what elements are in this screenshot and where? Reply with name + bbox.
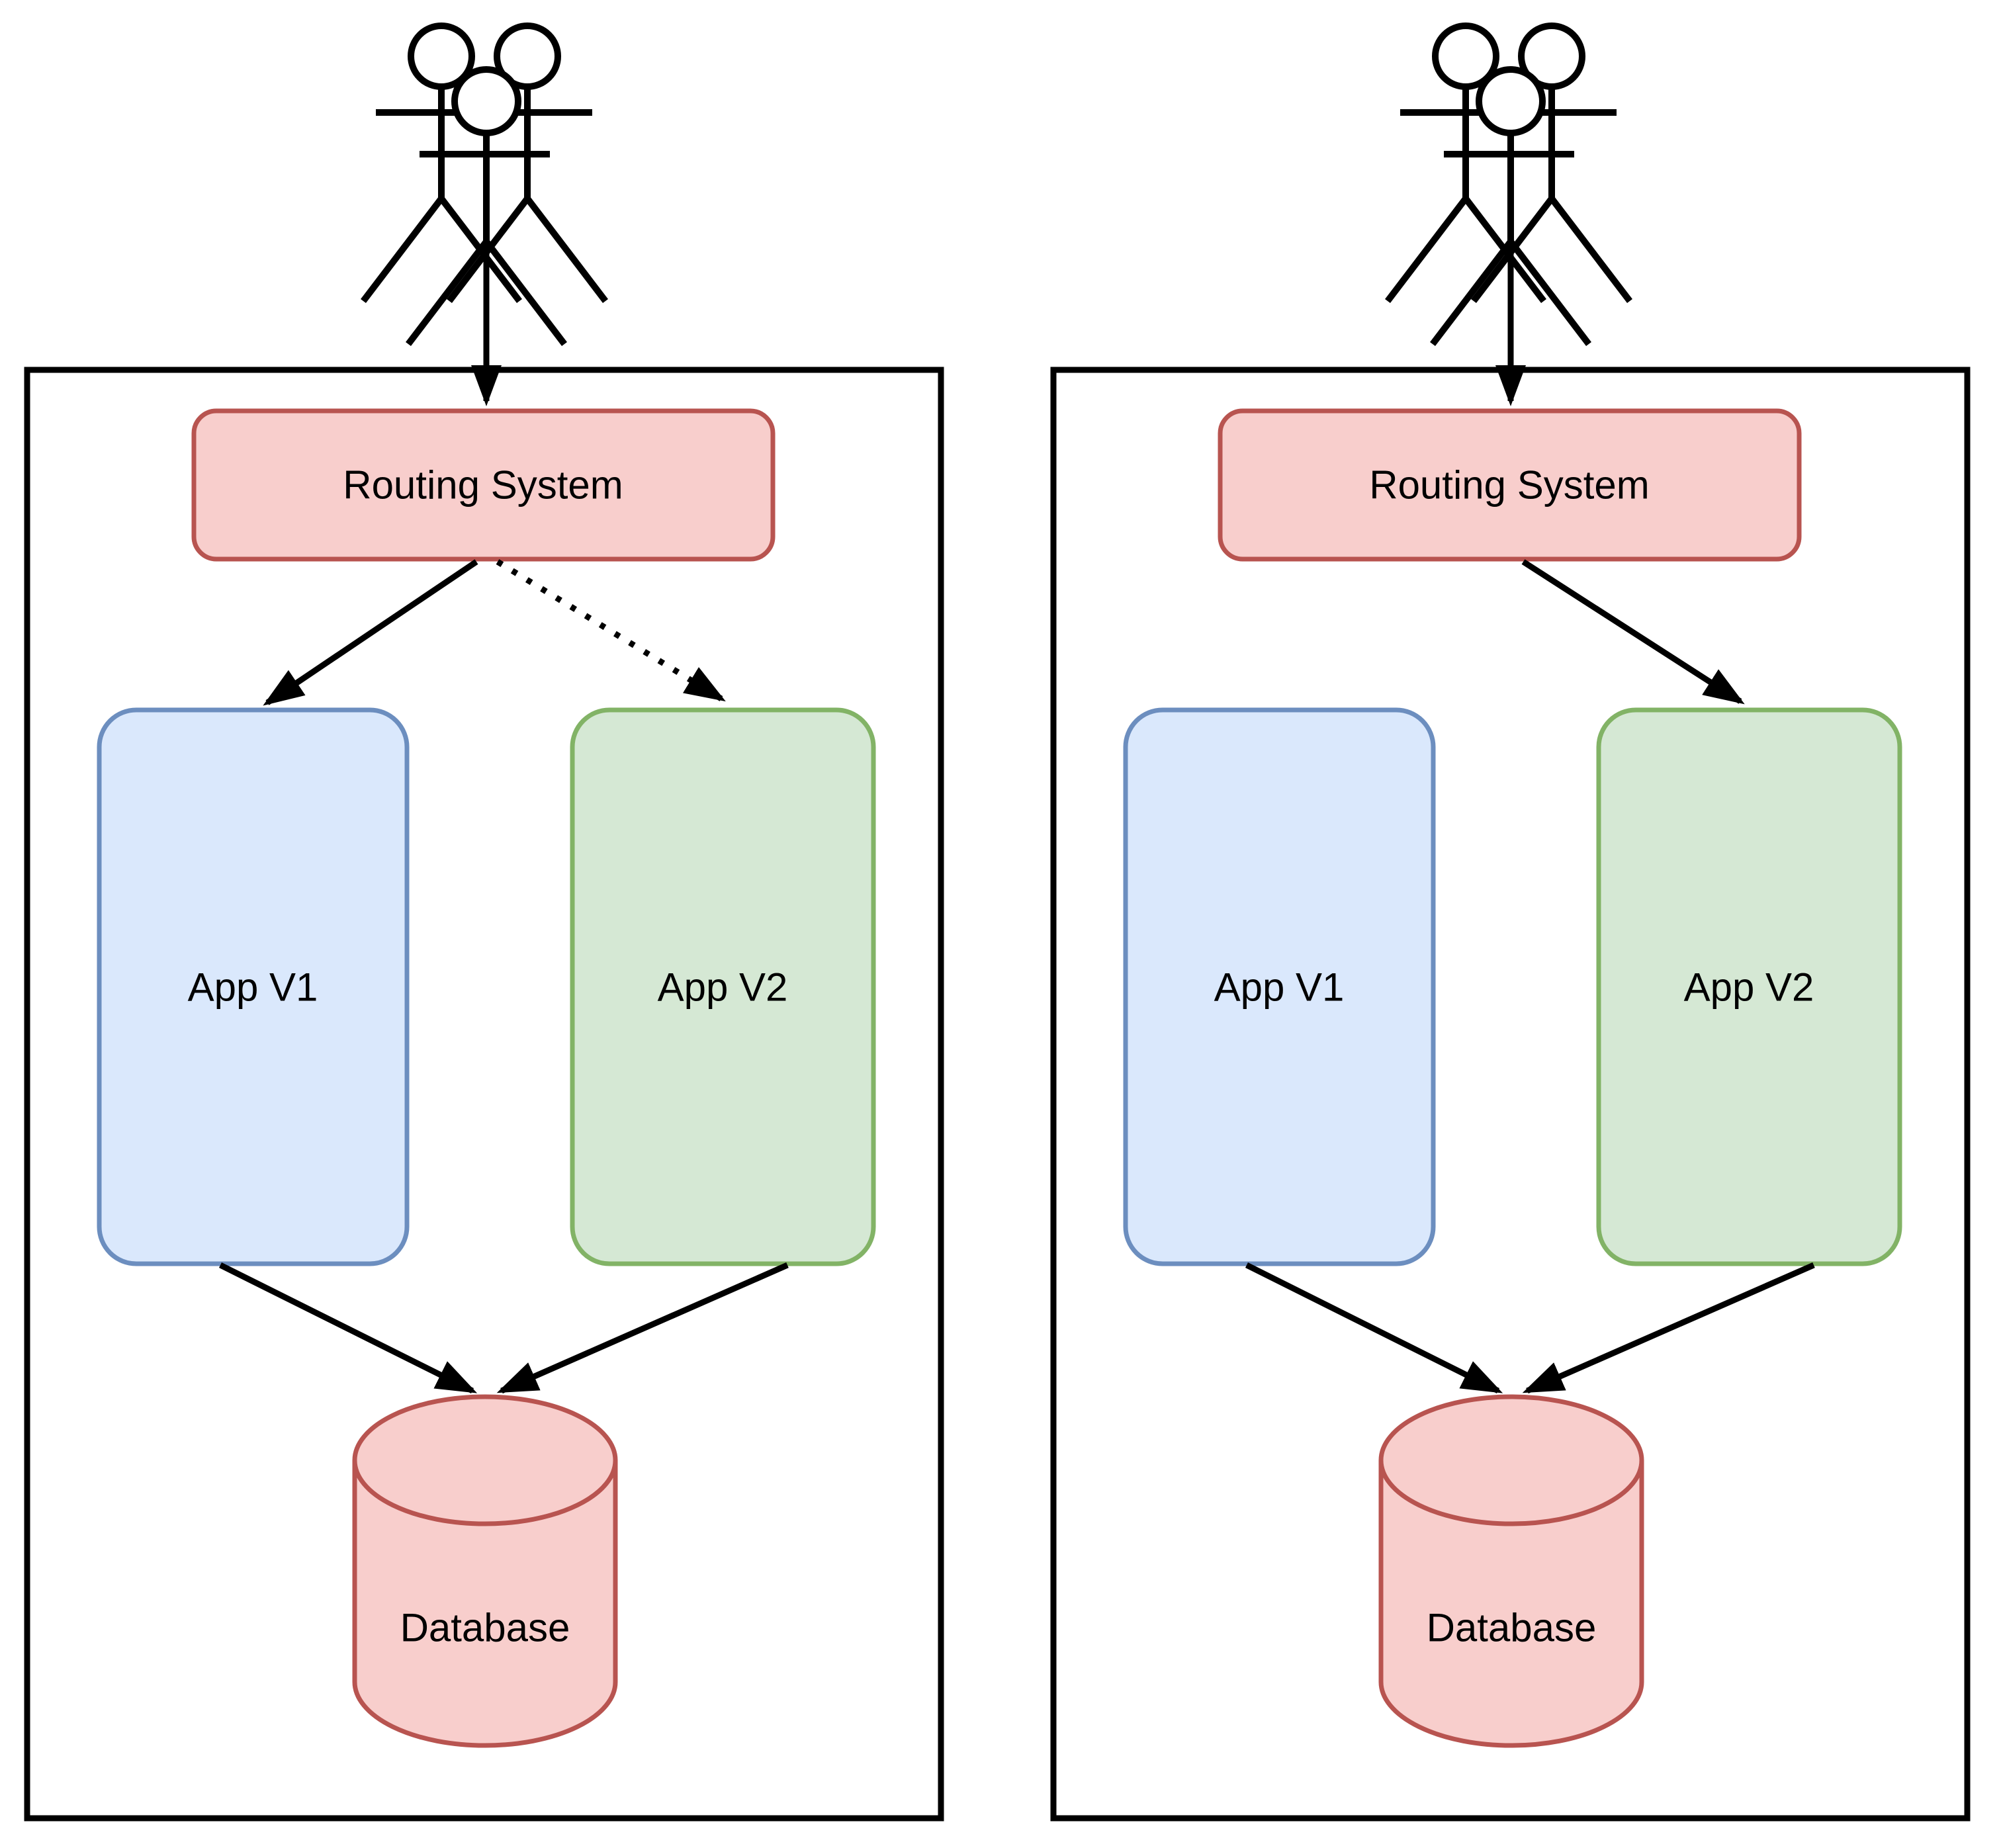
edge-app-v1-to-database [218,1262,478,1394]
database-cylinder-body [1378,1394,1644,1748]
app-v2-node [570,707,876,1266]
app-v1-node [97,707,410,1266]
edge-routing-to-app-v1 [263,559,478,706]
app-v1-node [1123,707,1436,1266]
right-panel: Routing System App V1 App V2 Database [1050,26,1971,1822]
app-v1-label: App V1 [188,965,318,1010]
database-label: Database [400,1606,570,1650]
left-panel: Routing System App V1 App V2 Database [24,26,944,1822]
edge-app-v2-to-database [1522,1262,1815,1394]
edge-app-v2-to-database [496,1262,789,1394]
routing-system-label: Routing System [1369,463,1650,507]
database-cylinder-rim [1378,1460,1644,1526]
database-cylinder-body [352,1394,618,1748]
edge-app-v1-to-database [1245,1262,1503,1394]
edge-routing-to-app-v2 [1521,559,1745,705]
app-v2-label: App V2 [658,965,788,1010]
database-label: Database [1427,1606,1597,1650]
app-v2-label: App V2 [1684,965,1814,1010]
database-node: Database [352,1394,618,1748]
routing-system-node [1218,408,1802,562]
routing-system-node [191,408,776,562]
database-cylinder-rim [352,1460,618,1526]
routing-system-label: Routing System [343,463,623,507]
app-v2-node [1596,707,1902,1266]
app-v1-label: App V1 [1214,965,1345,1010]
database-node: Database [1378,1394,1644,1748]
